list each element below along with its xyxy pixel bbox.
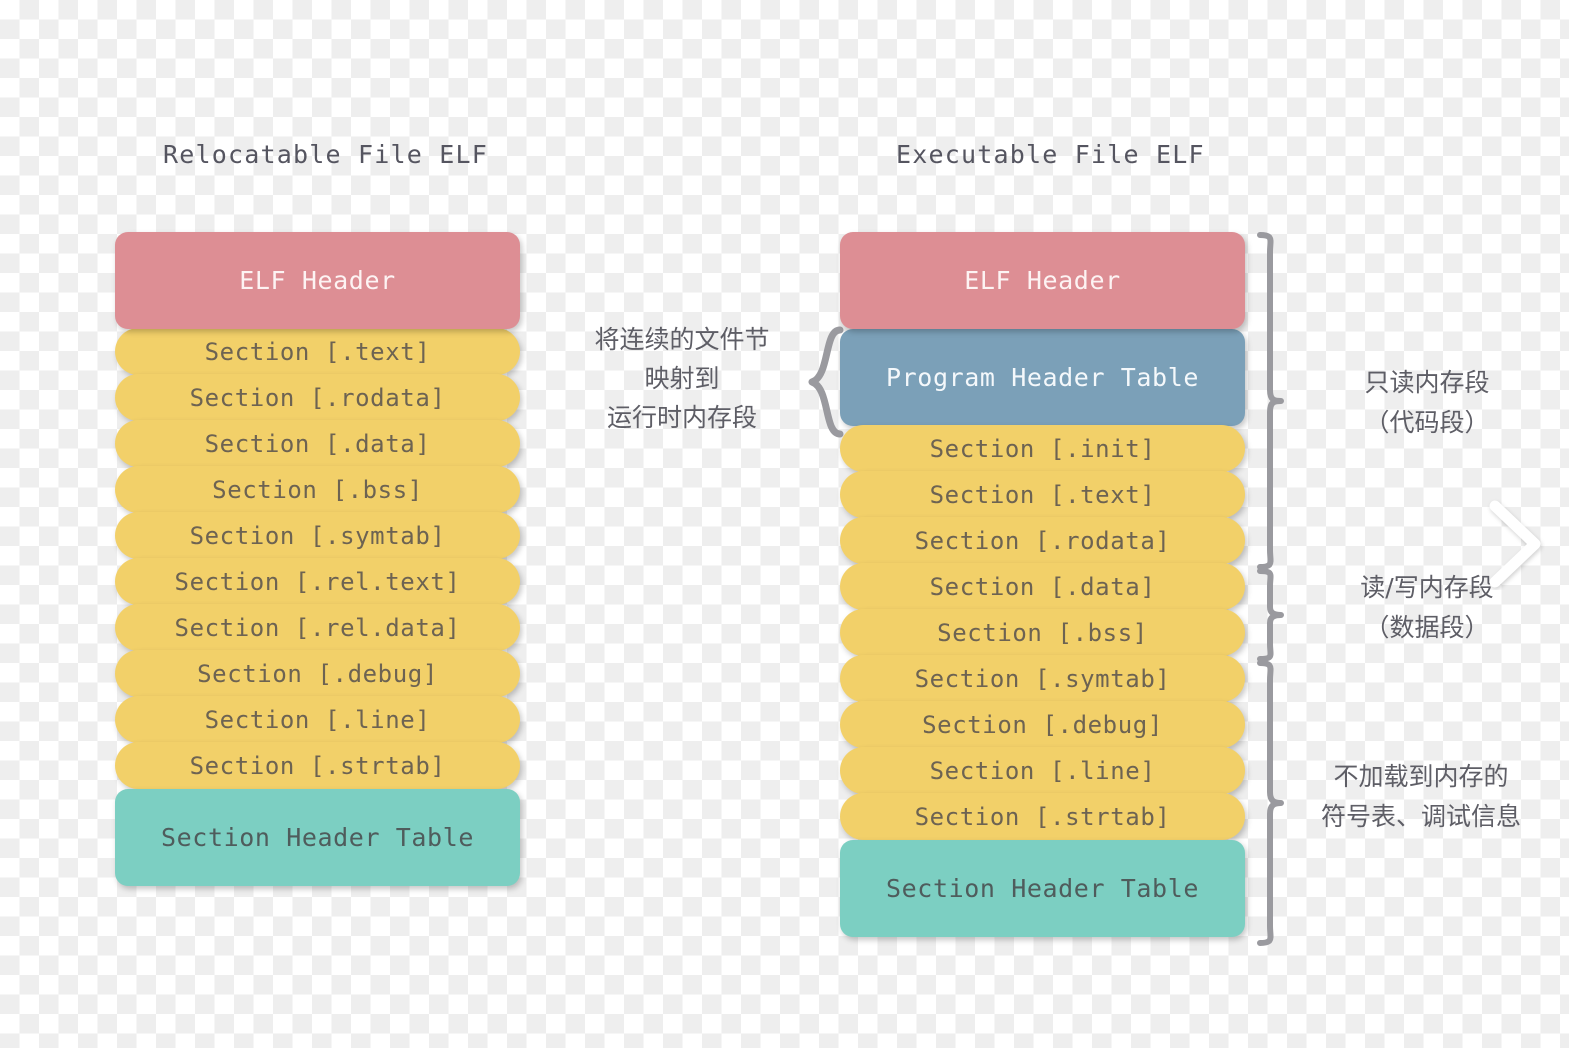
relocatable-block-section-rodata[interactable]: Section [.rodata] — [115, 374, 520, 421]
block-label: Section [.data] — [929, 572, 1156, 601]
read-only-segment-brace-icon — [1257, 232, 1284, 570]
executable-block-section-header-table[interactable]: Section Header Table — [840, 840, 1245, 937]
mapping-annotation: 将连续的文件节 映射到 运行时内存段 — [566, 320, 798, 437]
block-label: Section [.strtab] — [189, 751, 446, 780]
relocatable-block-section-header-table[interactable]: Section Header Table — [115, 789, 520, 886]
read-write-segment-line-2: （数据段） — [1364, 613, 1490, 642]
not-loaded-segment-line-1: 不加载到内存的 — [1333, 762, 1509, 791]
executable-block-program-header-table[interactable]: Program Header Table — [840, 329, 1245, 426]
executable-block-section-bss[interactable]: Section [.bss] — [840, 609, 1245, 656]
block-label: Section Header Table — [885, 874, 1200, 903]
relocatable-block-section-data[interactable]: Section [.data] — [115, 420, 520, 467]
block-label: Section [.text] — [204, 337, 431, 366]
block-label: Section [.line] — [929, 756, 1156, 785]
executable-block-elf-header[interactable]: ELF Header — [840, 232, 1245, 329]
executable-block-section-line[interactable]: Section [.line] — [840, 747, 1245, 794]
block-label: Section [.bss] — [212, 475, 423, 504]
not-loaded-segment-annotation: 不加载到内存的 符号表、调试信息 — [1291, 757, 1551, 837]
block-label: Section [.symtab] — [189, 521, 446, 550]
executable-block-section-strtab[interactable]: Section [.strtab] — [840, 793, 1245, 840]
block-label: ELF Header — [964, 266, 1121, 295]
mapping-annotation-line-1: 将连续的文件节 — [594, 325, 770, 354]
relocatable-block-section-bss[interactable]: Section [.bss] — [115, 466, 520, 513]
read-write-segment-annotation: 读/写内存段 （数据段） — [1297, 568, 1557, 648]
relocatable-block-section-symtab[interactable]: Section [.symtab] — [115, 512, 520, 559]
mapping-annotation-line-3: 运行时内存段 — [606, 403, 757, 432]
block-label: Section [.text] — [929, 480, 1156, 509]
block-label: Section [.strtab] — [914, 802, 1171, 831]
block-label: Section [.debug] — [197, 659, 438, 688]
read-write-segment-brace-icon — [1257, 568, 1284, 662]
read-only-segment-line-2: （代码段） — [1364, 408, 1490, 437]
block-label: Section [.rel.data] — [174, 613, 461, 642]
block-label: Section [.rel.text] — [174, 567, 461, 596]
relocatable-block-section-text[interactable]: Section [.text] — [115, 328, 520, 375]
executable-block-section-symtab[interactable]: Section [.symtab] — [840, 655, 1245, 702]
relocatable-block-section-line[interactable]: Section [.line] — [115, 696, 520, 743]
read-only-segment-annotation: 只读内存段 （代码段） — [1297, 363, 1557, 443]
block-label: Section [.debug] — [922, 710, 1163, 739]
mapping-brace-icon — [808, 326, 844, 438]
mapping-annotation-line-2: 映射到 — [644, 364, 720, 393]
block-label: ELF Header — [239, 266, 396, 295]
block-label: Program Header Table — [885, 363, 1200, 392]
block-label: Section Header Table — [160, 823, 475, 852]
executable-column-title: Executable File ELF — [896, 140, 1205, 169]
relocatable-column-title: Relocatable File ELF — [163, 140, 489, 169]
relocatable-block-section-rel-text[interactable]: Section [.rel.text] — [115, 558, 520, 605]
chevron-right-icon[interactable] — [1487, 498, 1545, 590]
read-write-segment-line-1: 读/写内存段 — [1360, 573, 1494, 602]
block-label: Section [.rodata] — [189, 383, 446, 412]
block-label: Section [.rodata] — [914, 526, 1171, 555]
not-loaded-segment-line-2: 符号表、调试信息 — [1320, 802, 1521, 831]
block-label: Section [.data] — [204, 429, 431, 458]
block-label: Section [.line] — [204, 705, 431, 734]
block-label: Section [.symtab] — [914, 664, 1171, 693]
executable-block-section-debug[interactable]: Section [.debug] — [840, 701, 1245, 748]
executable-block-section-text[interactable]: Section [.text] — [840, 471, 1245, 518]
executable-block-section-data[interactable]: Section [.data] — [840, 563, 1245, 610]
relocatable-block-section-strtab[interactable]: Section [.strtab] — [115, 742, 520, 789]
executable-block-section-init[interactable]: Section [.init] — [840, 425, 1245, 472]
relocatable-block-section-rel-data[interactable]: Section [.rel.data] — [115, 604, 520, 651]
block-label: Section [.bss] — [937, 618, 1148, 647]
relocatable-block-section-debug[interactable]: Section [.debug] — [115, 650, 520, 697]
executable-block-section-rodata[interactable]: Section [.rodata] — [840, 517, 1245, 564]
relocatable-block-elf-header[interactable]: ELF Header — [115, 232, 520, 329]
block-label: Section [.init] — [929, 434, 1156, 463]
read-only-segment-line-1: 只读内存段 — [1364, 368, 1490, 397]
not-loaded-segment-brace-icon — [1257, 660, 1284, 946]
